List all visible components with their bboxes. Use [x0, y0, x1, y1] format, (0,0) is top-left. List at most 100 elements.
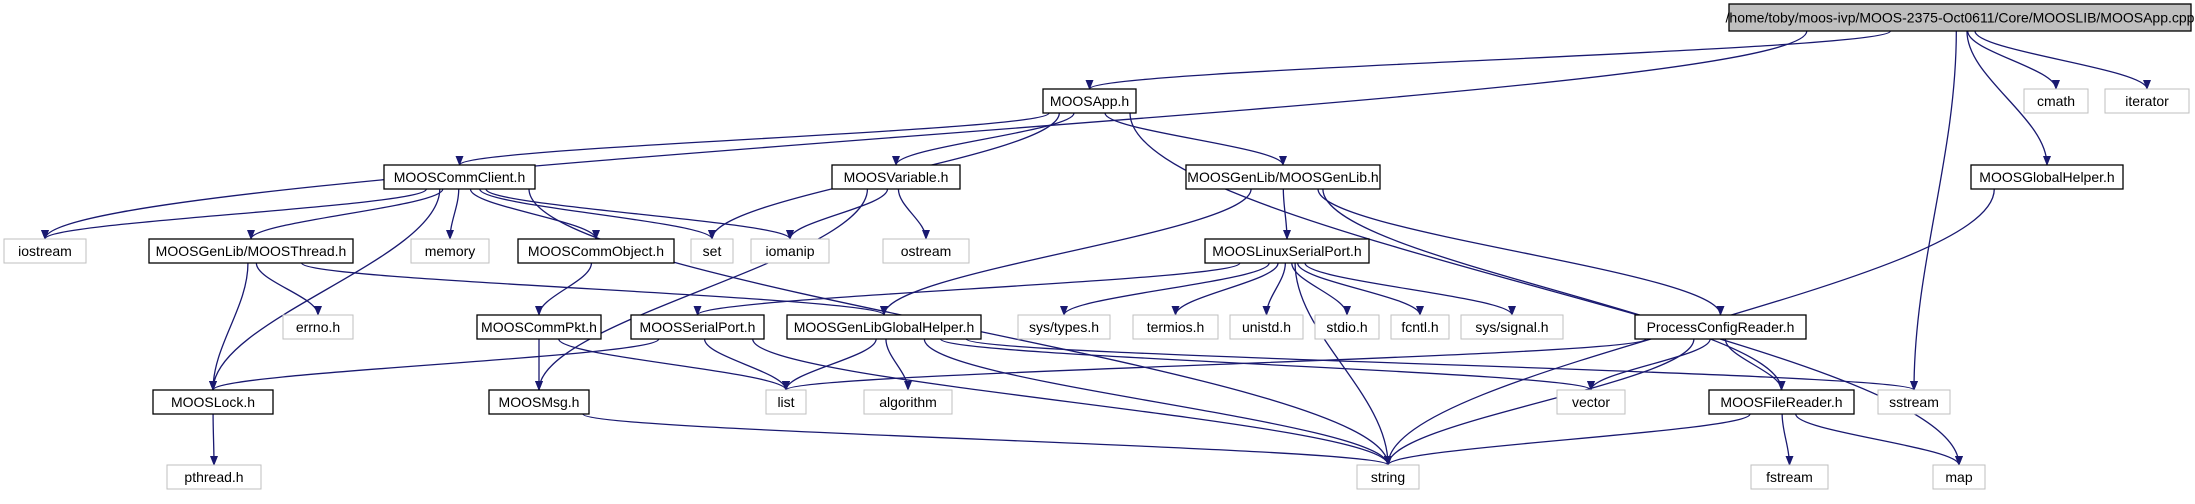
node-label-fstream: fstream	[1766, 469, 1813, 485]
edge-moosapp_h-to-mooscommclient_h	[455, 112, 1050, 166]
node-mooslinuxserialport-h[interactable]: MOOSLinuxSerialPort.h	[1204, 238, 1370, 264]
node-mooscommpkt-h[interactable]: MOOSCommPkt.h	[476, 314, 602, 340]
node-box-moosgenlib-h	[1185, 164, 1381, 190]
edge-mooscommpkt_h-to-list	[558, 338, 790, 391]
node-box-iostream	[3, 238, 87, 264]
edge-mooscommclient_h-to-mooscommobject_h	[469, 188, 600, 240]
node-sys-types-h: sys/types.h	[1017, 314, 1111, 340]
node-label-moosserialport-h: MOOSSerialPort.h	[640, 319, 756, 335]
node-label-list: list	[777, 394, 794, 410]
edge-mooscommclient_h-to-memory	[446, 188, 460, 240]
node-moosgenlibglobalhelper-h[interactable]: MOOSGenLibGlobalHelper.h	[786, 314, 982, 340]
edge-mooslinuxserialport_h-to-unistd_h	[1262, 262, 1287, 316]
node-label-moosthread-h: MOOSGenLib/MOOSThread.h	[156, 243, 347, 259]
node-box-pthread-h	[166, 464, 262, 490]
node-box-iomanip	[750, 238, 830, 264]
node-cmath: cmath	[2023, 88, 2089, 114]
edge-moosapp_h-to-moosgenlib_h	[1104, 112, 1287, 166]
node-label-moosglobalhelper-h: MOOSGlobalHelper.h	[1979, 169, 2114, 185]
node-memory: memory	[410, 238, 490, 264]
node-label-cmath: cmath	[2037, 93, 2075, 109]
node-moosapp-h[interactable]: MOOSApp.h	[1042, 88, 1137, 114]
edge-moosserialport_h-to-mooslock_h	[209, 338, 660, 391]
node-map: map	[1932, 464, 1986, 490]
node-mooscommclient-h[interactable]: MOOSCommClient.h	[383, 164, 536, 190]
edge-moosvariable_h-to-iomanip	[786, 188, 889, 240]
edge-moosvariable_h-to-ostream	[897, 188, 930, 240]
node-label-ostream: ostream	[901, 243, 952, 259]
node-mooslock-h[interactable]: MOOSLock.h	[152, 389, 274, 415]
node-label-map: map	[1945, 469, 1972, 485]
node-mooscommobject-h[interactable]: MOOSCommObject.h	[517, 238, 675, 264]
edge-mooslinuxserialport_h-to-termios_h	[1171, 262, 1279, 316]
node-moosmsg-h[interactable]: MOOSMsg.h	[488, 389, 590, 415]
node-label-fcntl-h: fcntl.h	[1401, 319, 1438, 335]
node-box-fstream	[1750, 464, 1829, 490]
node-box-moosgenlibglobalhelper-h	[786, 314, 982, 340]
node-box-moosvariable-h	[831, 164, 961, 190]
node-label-moosgenlib-h: MOOSGenLib/MOOSGenLib.h	[1187, 169, 1378, 185]
node-moosvariable-h[interactable]: MOOSVariable.h	[831, 164, 961, 190]
node-label-mooscommclient-h: MOOSCommClient.h	[394, 169, 525, 185]
node-box-cmath	[2023, 88, 2089, 114]
node-set: set	[690, 238, 734, 264]
node-stdio-h: stdio.h	[1314, 314, 1380, 340]
node-moosgenlib-h[interactable]: MOOSGenLib/MOOSGenLib.h	[1185, 164, 1381, 190]
node-box-moosglobalhelper-h	[1970, 164, 2124, 190]
edge-moosgenlibglobalhelper_h-to-sstream	[965, 338, 1918, 391]
node-label-root: /home/toby/moos-ivp/MOOS-2375-Oct0611/Co…	[1726, 10, 2195, 26]
edge-mooslinuxserialport_h-to-sys_signal_h	[1304, 262, 1516, 316]
edge-mooscommclient_h-to-iostream	[41, 188, 427, 240]
edge-moosthread_h-to-moosgenlibglobalhelper_h	[300, 262, 888, 316]
node-root[interactable]: /home/toby/moos-ivp/MOOS-2375-Oct0611/Co…	[1726, 3, 2195, 32]
node-box-memory	[410, 238, 490, 264]
node-label-termios-h: termios.h	[1147, 319, 1205, 335]
node-processconfigreader-h[interactable]: ProcessConfigReader.h	[1634, 314, 1807, 340]
node-box-unistd-h	[1229, 314, 1304, 340]
node-moosglobalhelper-h[interactable]: MOOSGlobalHelper.h	[1970, 164, 2124, 190]
edge-root-to-iterator	[1974, 30, 2151, 90]
node-box-termios-h	[1132, 314, 1219, 340]
edge-root-to-iostream	[41, 30, 1808, 240]
node-label-memory: memory	[425, 243, 476, 259]
node-iostream: iostream	[3, 238, 87, 264]
node-label-set: set	[703, 243, 722, 259]
edge-moosmsg_h-to-string	[582, 413, 1392, 466]
node-label-processconfigreader-h: ProcessConfigReader.h	[1647, 319, 1795, 335]
node-box-moosmsg-h	[488, 389, 590, 415]
edge-mooslinuxserialport_h-to-stdio_h	[1291, 262, 1351, 316]
edge-mooscommclient_h-to-mooslock_h	[209, 188, 441, 391]
node-label-mooslinuxserialport-h: MOOSLinuxSerialPort.h	[1212, 243, 1361, 259]
edge-moosgenlibglobalhelper_h-to-algorithm	[885, 338, 912, 391]
edge-moosgenlib_h-to-processconfigreader_h	[1317, 188, 1725, 316]
node-algorithm: algorithm	[863, 389, 953, 415]
node-label-iterator: iterator	[2125, 93, 2169, 109]
node-errno-h: errno.h	[282, 314, 354, 340]
edge-mooslinuxserialport_h-to-sys_types_h	[1060, 262, 1270, 316]
edge-moosfilereader_h-to-fstream	[1781, 413, 1794, 466]
edge-root-to-moosapp_h	[1085, 30, 1892, 90]
node-box-processconfigreader-h	[1634, 314, 1807, 340]
node-label-moosgenlibglobalhelper-h: MOOSGenLibGlobalHelper.h	[794, 319, 975, 335]
edge-mooslinuxserialport_h-to-string	[1294, 262, 1392, 466]
edge-root-to-sstream	[1910, 30, 1957, 391]
edge-moosgenlibglobalhelper_h-to-string	[923, 338, 1392, 466]
edge-moosvariable_h-to-moosmsg_h	[535, 188, 869, 391]
node-list: list	[765, 389, 807, 415]
edge-root-to-moosglobalhelper_h	[1966, 30, 2051, 166]
edge-moosthread_h-to-mooslock_h	[209, 262, 249, 391]
node-box-map	[1932, 464, 1986, 490]
node-moosfilereader-h[interactable]: MOOSFileReader.h	[1708, 389, 1855, 415]
node-moosthread-h[interactable]: MOOSGenLib/MOOSThread.h	[148, 238, 354, 264]
node-label-sstream: sstream	[1889, 394, 1939, 410]
node-label-stdio-h: stdio.h	[1326, 319, 1367, 335]
node-box-iterator	[2104, 88, 2190, 114]
node-iterator: iterator	[2104, 88, 2190, 114]
edge-moosserialport_h-to-string	[752, 338, 1392, 466]
node-box-moosserialport-h	[630, 314, 765, 340]
edge-mooslinuxserialport_h-to-fcntl_h	[1296, 262, 1424, 316]
node-sstream: sstream	[1877, 389, 1951, 415]
node-moosserialport-h[interactable]: MOOSSerialPort.h	[630, 314, 765, 340]
node-box-stdio-h	[1314, 314, 1380, 340]
node-vector: vector	[1556, 389, 1626, 415]
